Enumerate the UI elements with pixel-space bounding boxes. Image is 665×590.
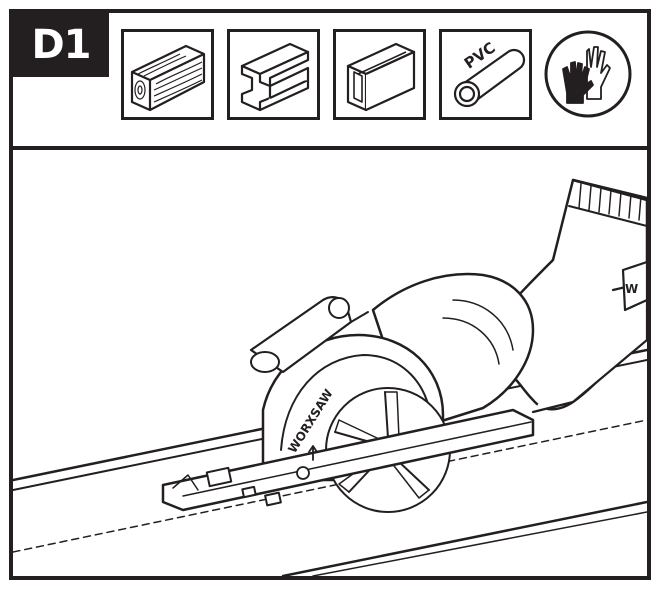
wood-plank-icon: [121, 29, 214, 120]
materials-header: D1: [13, 13, 647, 150]
board-front-edge: [281, 500, 647, 576]
cutting-illustration: W WORXSAW: [13, 178, 647, 576]
base-plate: [161, 408, 535, 512]
instruction-panel: D1: [9, 9, 651, 580]
step-label: D1: [13, 13, 109, 77]
cut-line: [13, 419, 647, 553]
protective-gloves-icon: [544, 30, 632, 118]
u-channel-icon: [333, 29, 426, 120]
board-front-edge-2: [312, 511, 647, 576]
h-profile-icon: [227, 29, 320, 120]
pvc-pipe-icon: PVC: [439, 29, 532, 120]
handle-brand-label: W: [625, 282, 638, 296]
